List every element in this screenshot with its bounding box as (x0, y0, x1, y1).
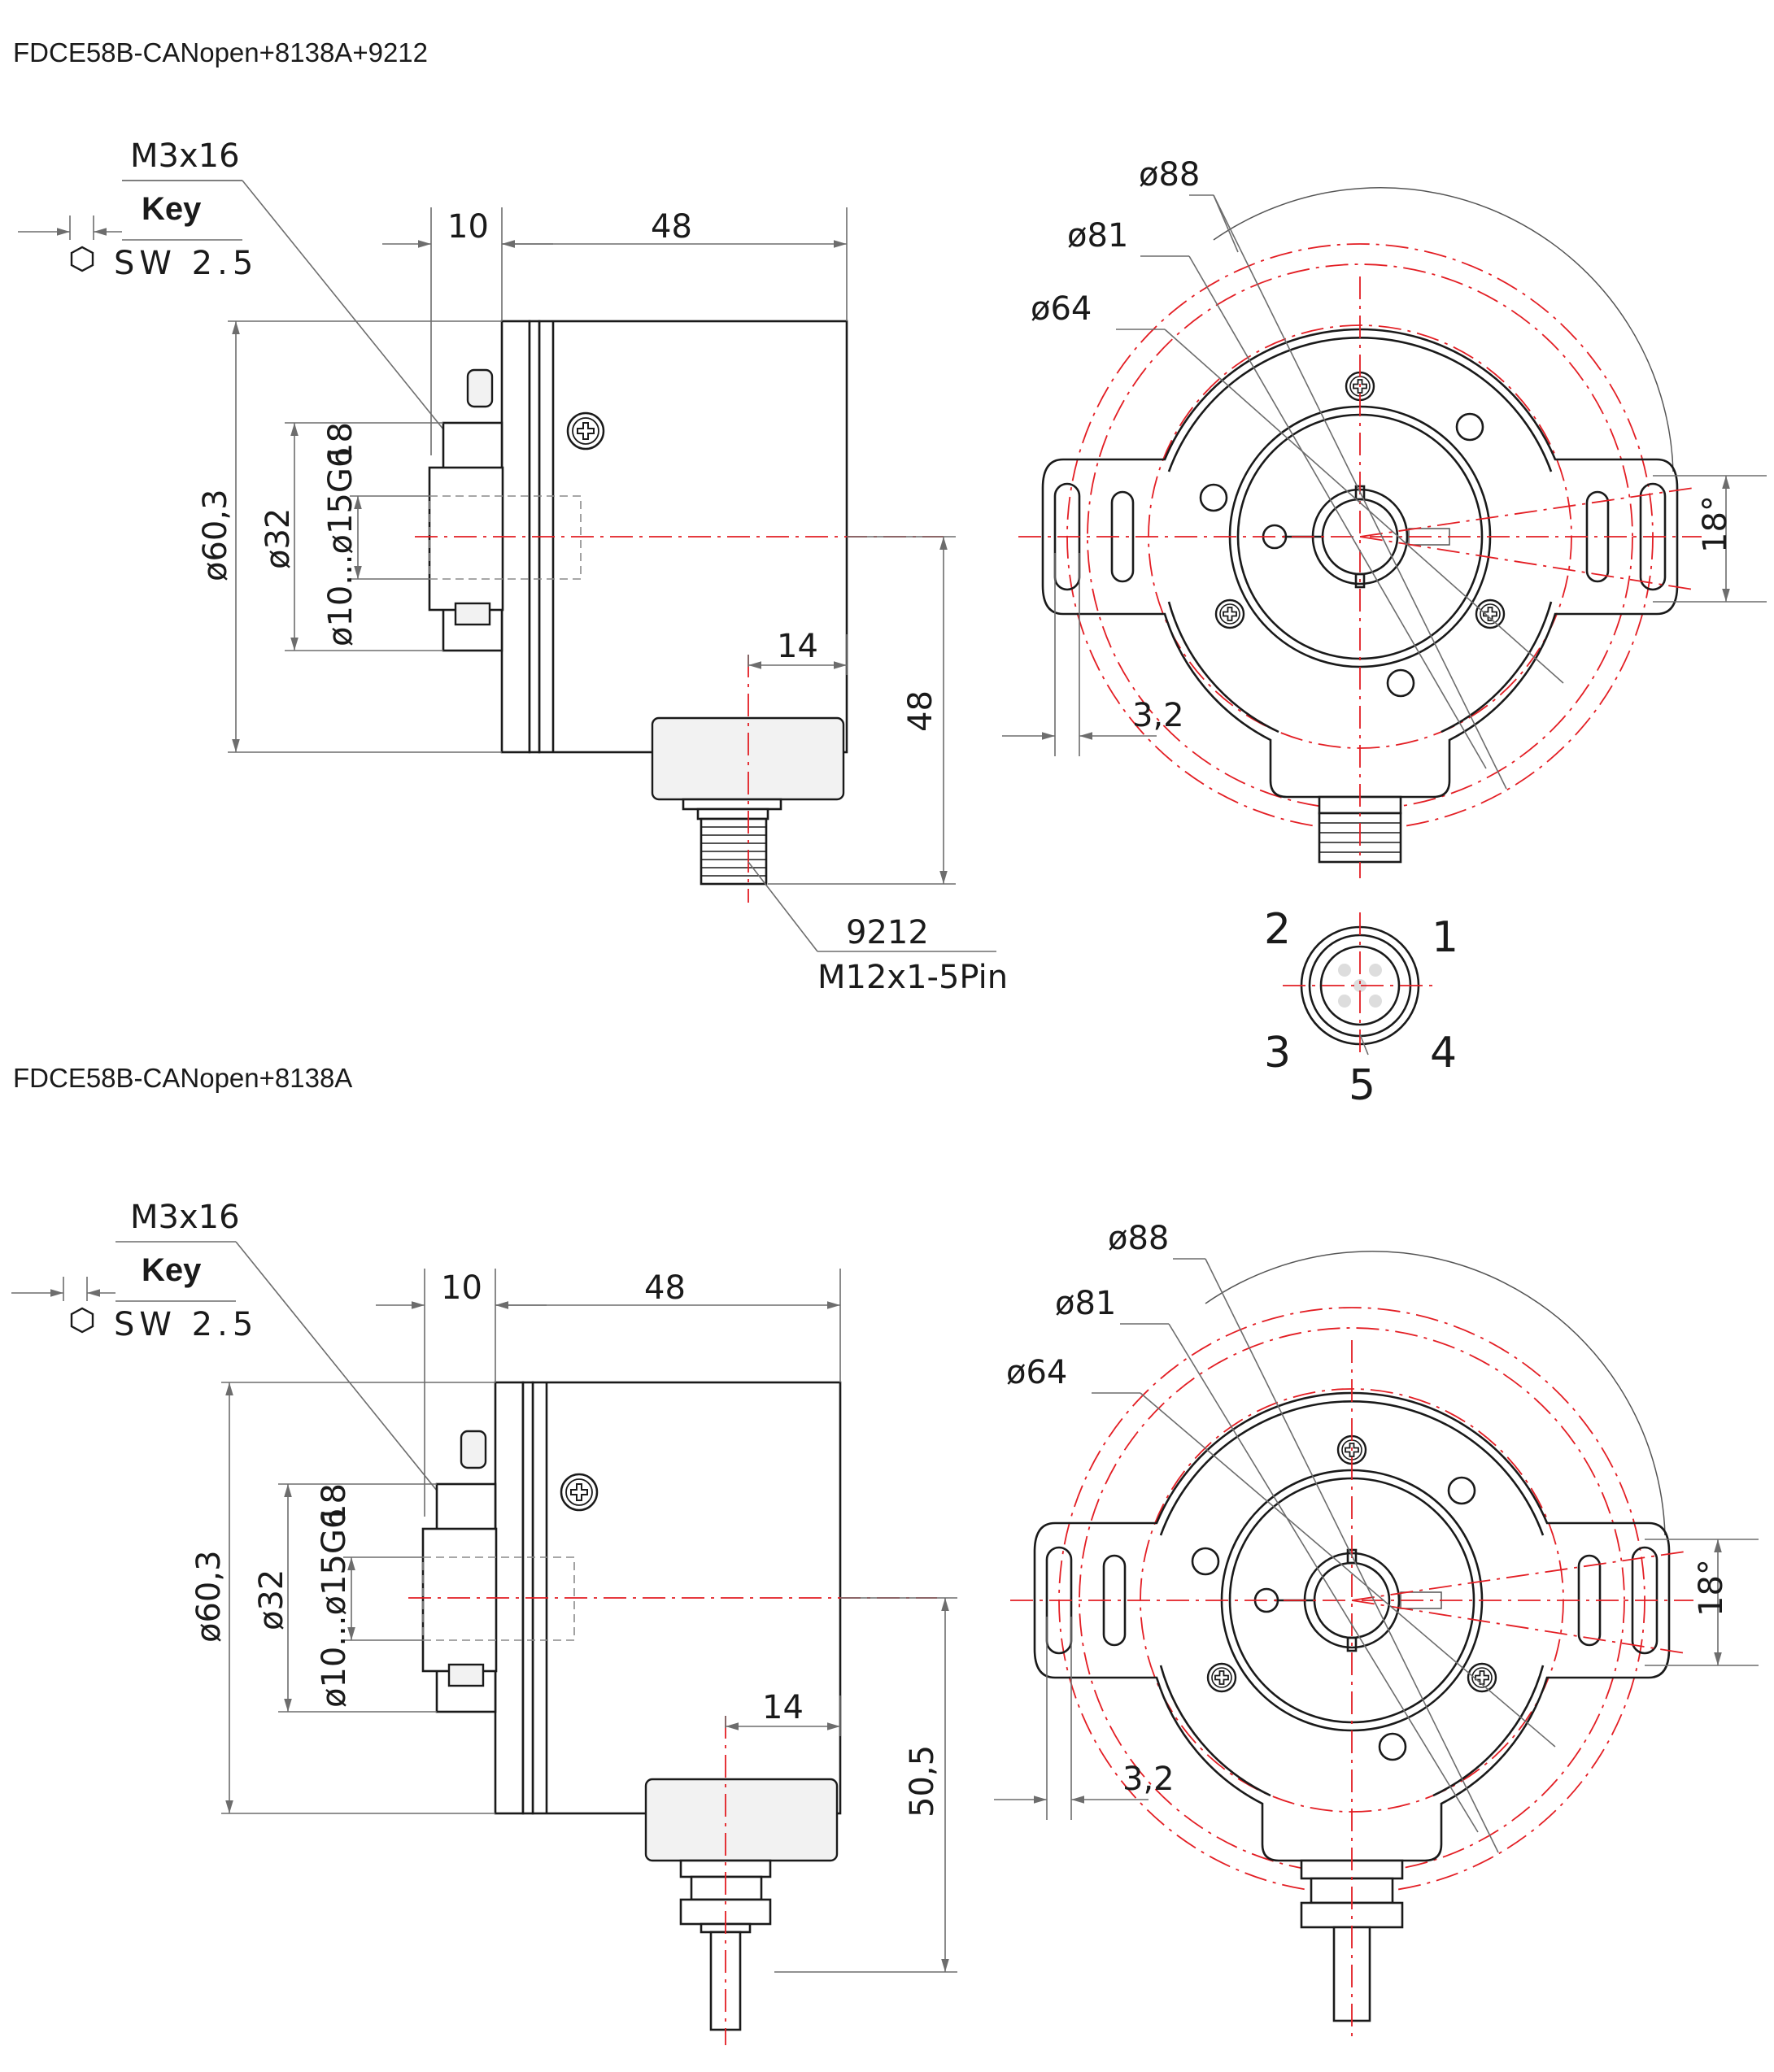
pin-3: 3 (1264, 1029, 1291, 1077)
dim-height: 50,5 (904, 1745, 941, 1817)
screw-label: M3x16 (130, 1199, 240, 1236)
slot-label: 3,2 (1122, 1761, 1175, 1798)
dim-flange: 10 (441, 1269, 482, 1307)
sw-label: SW 2.5 (114, 245, 258, 282)
dim-shaft: ø10...ø15G6 (322, 447, 360, 646)
dim-d32: ø32 (253, 1569, 290, 1630)
hex-key-icon (70, 246, 94, 272)
screw-label: M3x16 (130, 137, 240, 175)
key-label: Key (142, 1252, 202, 1288)
d64-label: ø64 (1006, 1354, 1067, 1391)
bottom-front-view: 18° ø88 ø81 ø64 3,2 (994, 1220, 1759, 2039)
dim-shaft: ø10...ø15G6 (316, 1508, 353, 1708)
key-label: Key (142, 191, 202, 227)
d81-label: ø81 (1055, 1285, 1116, 1322)
pin-1: 1 (1432, 913, 1458, 962)
hex-key-icon (70, 1307, 94, 1334)
d64-label: ø64 (1031, 290, 1092, 328)
dim-14: 14 (777, 628, 818, 665)
bottom-drawing-title: FDCE58B-CANopen+8138A (13, 1063, 352, 1093)
dim-d32: ø32 (259, 508, 297, 569)
top-front-view: 18° ø88 ø81 ø64 3,2 (1002, 156, 1767, 878)
pin-2: 2 (1264, 905, 1291, 954)
d88-label: ø88 (1139, 156, 1200, 194)
angle-label: 18° (1693, 1559, 1730, 1617)
connector-code: 9212 (846, 914, 929, 951)
dim-height: 48 (902, 690, 939, 732)
slot-label: 3,2 (1132, 697, 1184, 734)
bottom-side-view: M3x16 Key SW 2.5 10 48 ø60,3 (11, 1199, 957, 2045)
dim-diameter: ø60,3 (197, 489, 234, 581)
dim-depth: 18 (316, 1483, 353, 1525)
connector-type: M12x1-5Pin (817, 959, 1008, 996)
dim-flange: 10 (447, 208, 489, 246)
dim-14: 14 (762, 1689, 804, 1726)
pin-5: 5 (1349, 1061, 1375, 1110)
dim-length: 48 (651, 208, 692, 246)
sw-label: SW 2.5 (114, 1306, 258, 1343)
connector-pin-face: 1 2 3 4 5 (1264, 905, 1458, 1110)
d88-label: ø88 (1108, 1220, 1169, 1257)
d81-label: ø81 (1067, 217, 1128, 255)
dim-depth: 18 (322, 422, 360, 464)
top-side-view: M3x16 Key SW 2.5 (18, 137, 1008, 996)
dim-length: 48 (644, 1269, 686, 1307)
dim-diameter: ø60,3 (190, 1550, 228, 1643)
pin-4: 4 (1430, 1029, 1457, 1077)
angle-label: 18° (1697, 495, 1734, 553)
top-drawing-title: FDCE58B-CANopen+8138A+9212 (13, 37, 428, 67)
